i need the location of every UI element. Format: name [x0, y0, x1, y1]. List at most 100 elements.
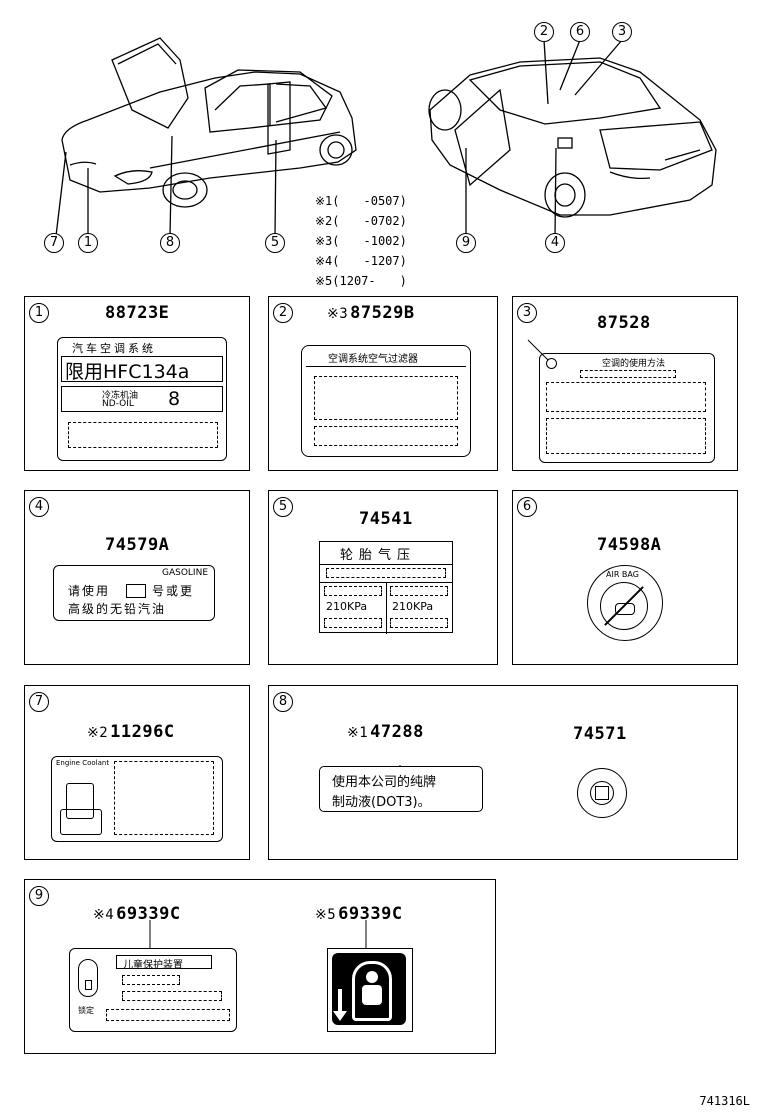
airbag-ring-text: AIR BAG	[606, 570, 639, 579]
child-lock-placeholder-3	[106, 1009, 230, 1021]
tire-pressure-right: 210KPa	[392, 600, 434, 613]
ac-label-title: 汽车空调系统	[72, 342, 156, 355]
panel-8-callout: 8	[273, 692, 293, 712]
panel-3: 3 87528 空调的使用方法	[512, 296, 738, 471]
oil-box: 冷冻机油 ND-OIL 8	[61, 386, 223, 412]
child-lock-title-box: 儿童保护装置	[116, 955, 212, 971]
coolant-placeholder	[114, 761, 214, 835]
panel-3-callout: 3	[517, 303, 537, 323]
panel-1: 1 88723E 汽车空调系统 限用HFC134a 冷冻机油 ND-OIL 8	[24, 296, 250, 471]
marker-circle-icon	[546, 358, 557, 369]
grommet-part	[577, 768, 627, 818]
callout-1: 1	[78, 233, 98, 253]
ac-usage-label: 空调的使用方法	[539, 353, 715, 463]
tire-placeholder-top	[326, 568, 446, 578]
ac-usage-placeholder-2	[546, 382, 706, 412]
brake-fluid-label: 使用本公司的纯牌 制动液(DOT3)。	[319, 766, 483, 812]
callout-4: 4	[545, 233, 565, 253]
fuel-line-1a: 请使用	[68, 584, 111, 598]
tire-placeholder-right	[390, 586, 448, 596]
fuel-line-2: 高级的无铅汽油	[68, 602, 167, 616]
tire-pressure-label: 轮胎气压 210KPa 210KPa	[319, 541, 453, 634]
panel-5-part-number: 74541	[359, 509, 413, 529]
panel-6-callout: 6	[517, 497, 537, 517]
arrow-down-icon	[338, 989, 342, 1015]
callout-6: 6	[570, 22, 590, 42]
lock-knob-icon	[78, 959, 98, 997]
fuel-brand: GASOLINE	[161, 568, 208, 578]
rear-car-drawing	[428, 39, 717, 237]
oil-type: ND-OIL	[102, 399, 134, 409]
callout-7: 7	[44, 233, 64, 253]
child-seat-icon	[352, 961, 392, 1021]
coolant-jug-icon	[66, 783, 94, 819]
airbag-sticker: AIR BAG	[587, 565, 663, 641]
coolant-engine-text: Engine Coolant	[56, 759, 110, 767]
panel-8-part-number-2: 74571	[573, 724, 627, 744]
panel-9-callout: 9	[29, 886, 49, 906]
ac-label-placeholder	[68, 422, 218, 448]
refrigerant-box: 限用HFC134a	[61, 356, 223, 383]
child-lock-placeholder-2	[122, 991, 222, 1001]
tire-pressure-title: 轮胎气压	[340, 548, 417, 563]
legend-row-4: ※4( -1207)	[315, 254, 407, 268]
diagram-code: 741316L	[699, 1094, 750, 1108]
legend-row-2: ※2( -0702)	[315, 214, 407, 228]
no-child-airbag-icon	[600, 582, 648, 630]
panel-6-part-number: 74598A	[597, 535, 662, 555]
panel-4-callout: 4	[29, 497, 49, 517]
panel-5-callout: 5	[273, 497, 293, 517]
tire-placeholder-bottom-right	[390, 618, 448, 628]
fuel-label: GASOLINE 请使用 号或更 高级的无铅汽油	[53, 565, 215, 621]
panel-3-part-number: 87528	[597, 313, 651, 333]
panel-6: 6 74598A AIR BAG	[512, 490, 738, 665]
panel-4-part-number: 74579A	[105, 535, 170, 555]
octane-box	[126, 584, 146, 598]
tire-placeholder-bottom-left	[324, 618, 382, 628]
air-filter-title: 空调系统空气过滤器	[328, 354, 418, 365]
ac-usage-placeholder-3	[546, 418, 706, 454]
panel-1-callout: 1	[29, 303, 49, 323]
tire-placeholder-left	[324, 586, 382, 596]
brake-fluid-line-1: 使用本公司的纯牌	[332, 775, 437, 790]
legend-row-3: ※3( -1002)	[315, 234, 407, 248]
oil-title: 冷冻机油	[102, 391, 139, 401]
panel-4: 4 74579A GASOLINE 请使用 号或更 高级的无铅汽油	[24, 490, 250, 665]
air-filter-label: 空调系统空气过滤器	[301, 345, 471, 457]
fuel-line-1b: 号或更	[152, 584, 195, 598]
air-filter-placeholder-2	[314, 426, 458, 446]
child-lock-note: 锁定	[78, 1006, 94, 1015]
panel-5: 5 74541 轮胎气压 210KPa 210KPa	[268, 490, 498, 665]
child-lock-title: 儿童保护装置	[123, 960, 183, 971]
air-filter-placeholder-1	[314, 376, 458, 420]
ac-usage-placeholder-1	[580, 370, 676, 378]
callout-8: 8	[160, 233, 180, 253]
child-lock-pictogram	[327, 948, 413, 1032]
legend-row-1: ※1( -0507)	[315, 194, 407, 208]
child-figure-icon	[366, 971, 378, 983]
ac-label: 汽车空调系统 限用HFC134a 冷冻机油 ND-OIL 8	[57, 337, 227, 461]
tire-pressure-left: 210KPa	[326, 600, 368, 613]
panel-1-part-number: 88723E	[105, 303, 170, 323]
refrigerant-text: 限用HFC134a	[65, 361, 190, 383]
child-lock-placeholder-1	[122, 975, 180, 985]
callout-5: 5	[265, 233, 285, 253]
panel-2-callout: 2	[273, 303, 293, 323]
callout-2: 2	[534, 22, 554, 42]
front-car-drawing	[55, 37, 357, 237]
legend-row-5: ※5(1207- )	[315, 274, 407, 288]
brake-fluid-line-2: 制动液(DOT3)。	[332, 795, 431, 810]
car-illustrations	[55, 37, 717, 237]
child-lock-label: 儿童保护装置 锁定	[69, 948, 237, 1032]
